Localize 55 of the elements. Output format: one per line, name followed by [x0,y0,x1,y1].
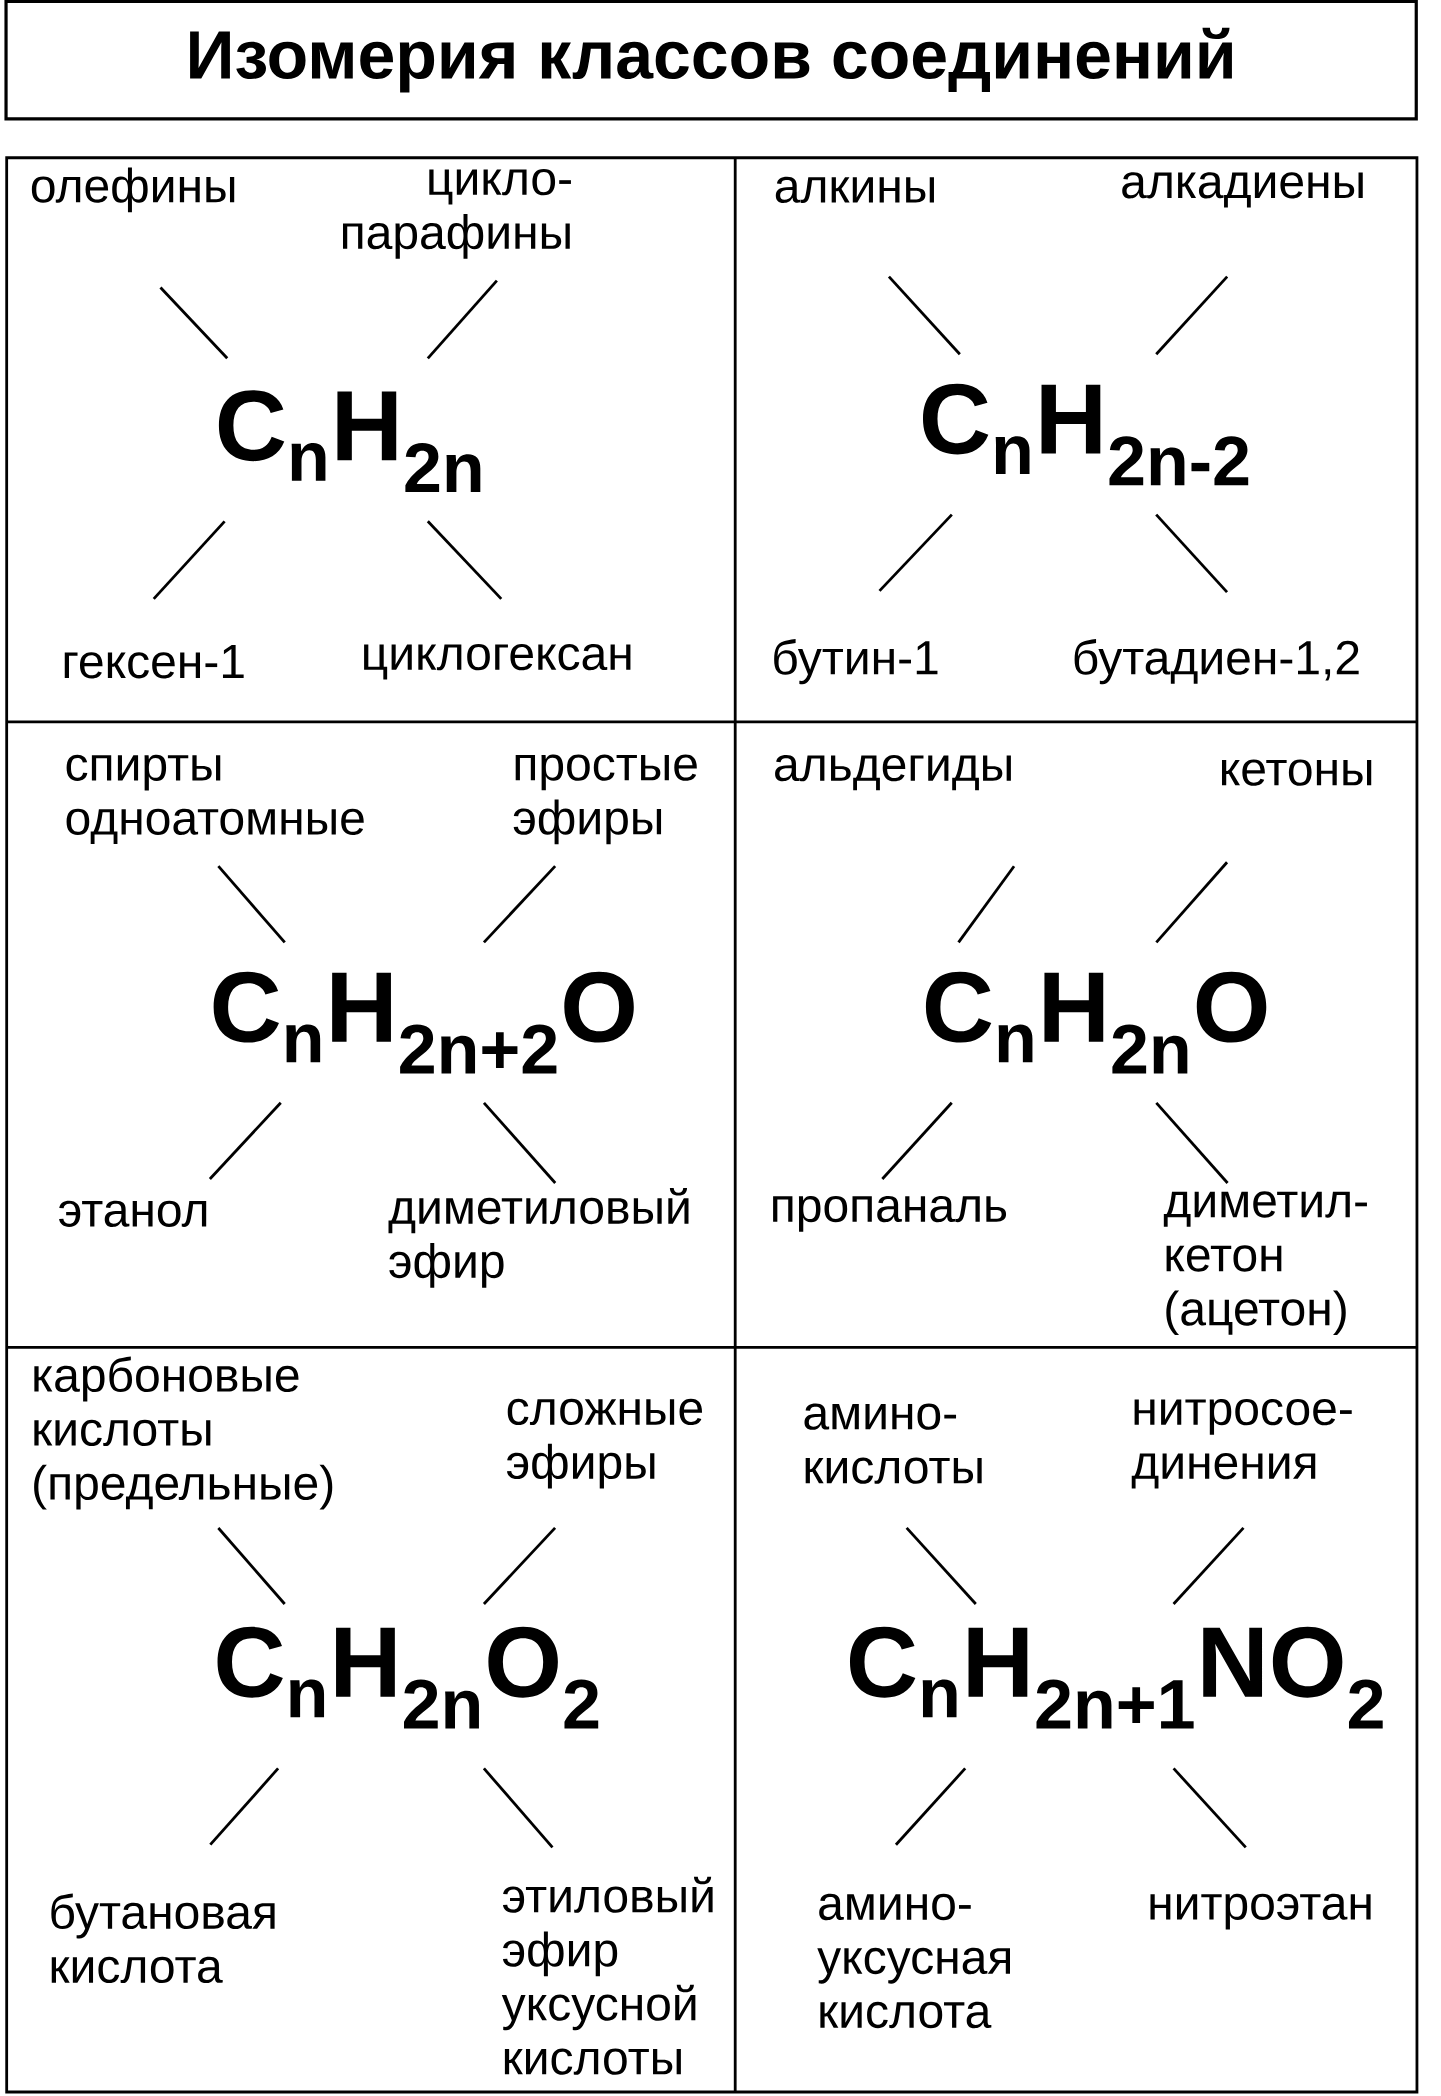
formula: C$_{n}$H$_{2n-2}$ [923,383,1249,486]
formula: C$_{n}$H$_{2n+1}$NO$_{2}$ [850,1626,1383,1729]
class-label: бутадиен-1,2 [1074,639,1359,685]
formula: C$_{n}$H$_{2n}$O$_{2}$ [217,1626,599,1729]
class-label: диметиловый эфир [388,1188,689,1288]
connector-line [1172,1767,1247,1849]
class-label: пропаналь [773,1195,1007,1232]
formula: C$_{n}$H$_{2n+2}$O [213,971,634,1074]
class-label: гексен-1 [64,644,244,679]
class-label: цикло- парафины [343,169,571,259]
connector-line [894,1767,967,1846]
connector-line [1155,1101,1229,1184]
class-label: кетоны [1222,759,1372,786]
connector-line [217,865,286,944]
class-label: альдегиды [775,754,1011,791]
connector-line [1155,513,1229,594]
class-label: олефины [31,167,235,213]
class-label: амино- уксусная кислота [817,1893,1010,2029]
class-label: диметил- кетон (ацетон) [1163,1191,1367,1336]
class-label: простые эфиры [513,754,697,845]
class-label: спирты одноатомные [66,754,364,845]
connector-line [482,1526,557,1605]
class-label: карбоновые кислоты (предельные) [34,1356,333,1510]
connector-line [208,1101,282,1180]
connector-line [426,279,498,360]
connector-line [482,1767,554,1849]
class-label: циклогексан [364,644,631,680]
connector-line [152,520,226,600]
class-label: алкины [775,176,934,203]
class-label: этиловый эфир уксусной кислоты [501,1876,713,2075]
class-label: бутановая кислота [51,1893,275,1984]
connector-line [217,1527,286,1605]
class-label: амино- кислоты [804,1403,982,1484]
class-label: бутин-1 [774,639,938,685]
connector-line [426,520,503,600]
connector-line [159,286,229,360]
class-label: сложные эфиры [506,1398,703,1489]
connector-line [482,1101,557,1184]
connector-line [1172,1526,1245,1605]
formula: C$_{n}$H$_{2n}$ [218,390,481,492]
connector-line [905,1526,977,1605]
connector-line [1155,861,1229,944]
connector-line [881,1101,953,1180]
connector-line [209,1767,280,1846]
class-label: этанол [59,1200,207,1227]
connector-line [1155,275,1229,356]
connector-line [878,513,953,592]
class-label: алкадиены [1122,172,1363,208]
connector-line [957,865,1016,944]
class-label: нитросое- динения [1131,1399,1352,1489]
formula: C$_{n}$H$_{2n}$O [925,971,1267,1074]
title-box: Изомерия классов соединений [4,0,1418,121]
connector-line [482,865,557,944]
connector-line [887,275,961,356]
class-label: нитроэтан [1150,1893,1371,1930]
